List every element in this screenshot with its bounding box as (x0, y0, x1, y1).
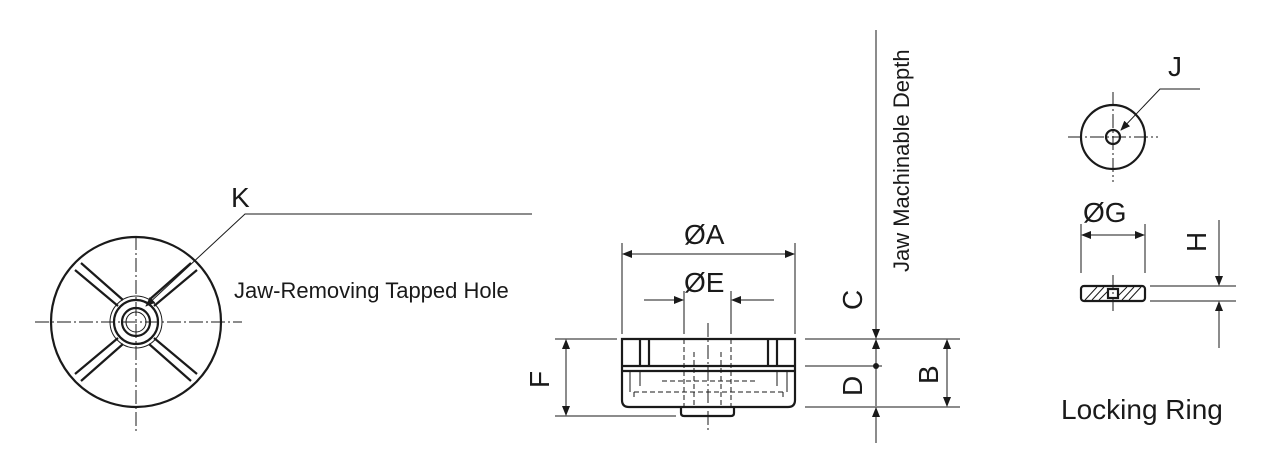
top-view (35, 213, 532, 432)
locking-ring-views (1068, 88, 1236, 348)
label-jaw-removing-tapped-hole: Jaw-Removing Tapped Hole (234, 278, 509, 303)
label-jaw-machinable-depth: Jaw Machinable Depth (889, 49, 914, 272)
label-dia-g: ØG (1083, 197, 1127, 228)
label-k: K (231, 182, 250, 213)
label-dia-e: ØE (684, 267, 724, 298)
label-h: H (1181, 232, 1212, 252)
label-b: B (913, 365, 944, 384)
label-c: C (837, 290, 868, 310)
label-dia-a: ØA (684, 219, 725, 250)
label-j: J (1168, 51, 1182, 82)
label-d: D (837, 376, 868, 396)
label-locking-ring: Locking Ring (1061, 394, 1223, 425)
side-view (555, 30, 960, 443)
label-f: F (524, 371, 555, 388)
